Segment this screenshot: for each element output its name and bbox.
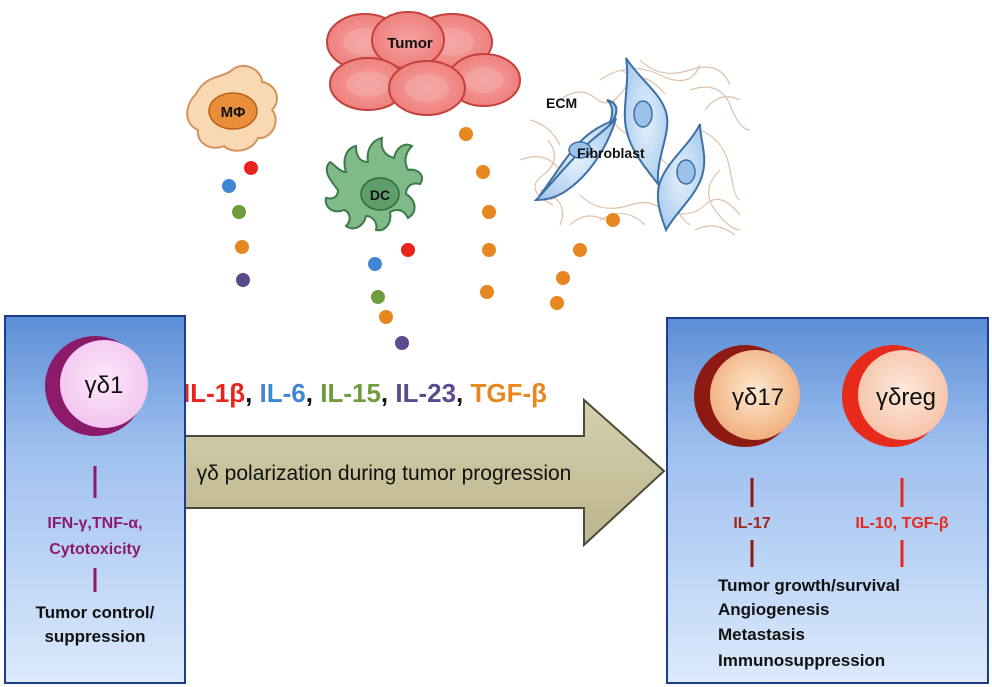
fibroblast-cells: [533, 57, 706, 233]
gd1-cell: [45, 336, 148, 436]
gd1-label: γδ1: [85, 372, 124, 399]
gd1-effectors-line2: Cytotoxicity: [49, 541, 141, 558]
gd1-effectors-line1: IFN-γ,TNF-α,: [47, 515, 142, 532]
cytokine-legend-segment: IL-1β: [183, 378, 245, 408]
gd1-outcome-line2: suppression: [44, 627, 145, 646]
cytokine-legend-segment: ,: [306, 378, 320, 408]
gd17-cell: [694, 345, 800, 447]
gdreg-label: γδreg: [876, 384, 936, 411]
cytokine-legend-segment: ,: [245, 378, 259, 408]
polarization-arrow: [179, 397, 666, 548]
arrow-label: γδ polarization during tumor progression: [197, 462, 572, 485]
tumor-cells: [326, 11, 521, 116]
cytokine-legend-segment: IL-6: [260, 378, 306, 408]
outcome-2: Angiogenesis: [718, 600, 829, 619]
cytokine-legend: IL-1β, IL-6, IL-15, IL-23, TGF-β: [183, 378, 547, 408]
dendritic-cell: [324, 136, 424, 232]
cytokine-dots: [222, 127, 620, 350]
gd17-label: γδ17: [732, 384, 784, 411]
macrophage-label: MΦ: [221, 104, 246, 121]
tumor-label: Tumor: [387, 35, 433, 52]
cytokine-legend-segment: TGF-β: [471, 378, 548, 408]
gdreg-cell: [842, 345, 948, 447]
cytokine-legend-segment: IL-15: [320, 378, 381, 408]
cytokine-legend-segment: IL-23: [395, 378, 456, 408]
cytokine-legend-segment: ,: [456, 378, 470, 408]
gd17-product: IL-17: [733, 515, 770, 532]
gd1-outcome-line1: Tumor control/: [36, 603, 155, 622]
outcome-3: Metastasis: [718, 625, 805, 644]
macrophage-cell: [186, 64, 278, 152]
dc-label: DC: [370, 187, 390, 203]
cytokine-legend-segment: ,: [381, 378, 395, 408]
outcome-1: Tumor growth/survival: [718, 576, 900, 595]
ecm-label: ECM: [546, 95, 577, 111]
gdreg-product: IL-10, TGF-β: [855, 515, 949, 532]
fibroblast-label: Fibroblast: [577, 145, 645, 161]
outcome-4: Immunosuppression: [718, 651, 885, 670]
